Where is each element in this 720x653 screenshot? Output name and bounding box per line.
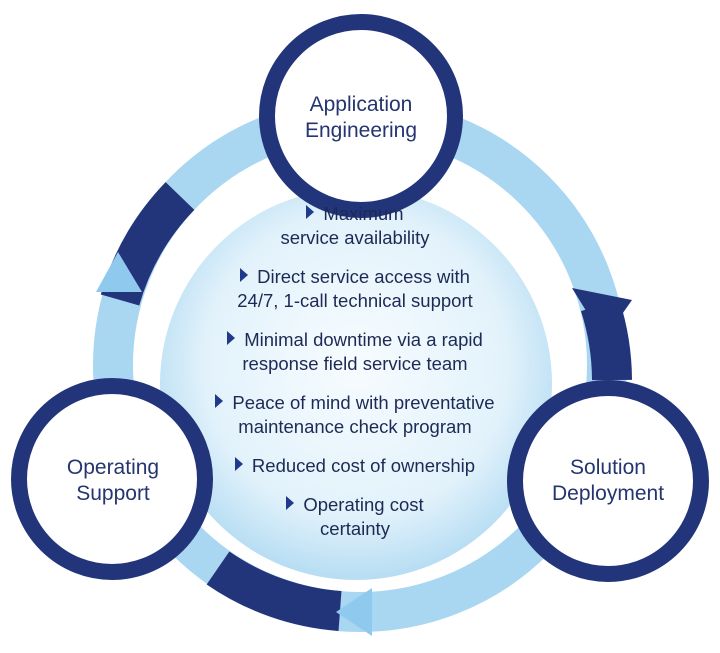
- benefit-item: Operating cost certainty: [165, 493, 545, 541]
- benefit-text: Peace of mind with preventative maintena…: [232, 392, 495, 437]
- benefit-text: Minimal downtime via a rapid response fi…: [242, 329, 483, 374]
- bullet-triangle-icon: [240, 268, 249, 282]
- benefit-item: Reduced cost of ownership: [165, 454, 545, 478]
- node-circle-operating-support: [11, 378, 213, 580]
- benefits-list: Maximum service availability Direct serv…: [165, 202, 545, 556]
- node-label-operating-support: Operating Support: [66, 456, 160, 505]
- benefit-item: Minimal downtime via a rapid response fi…: [165, 328, 545, 376]
- bullet-triangle-icon: [286, 496, 295, 510]
- node-circle-solution-deployment: [507, 380, 709, 582]
- cycle-arrowhead-right: [572, 288, 632, 340]
- benefit-text: Direct service access with 24/7, 1-call …: [237, 266, 473, 311]
- node-label-application-engineering: Application Engineering: [304, 93, 418, 142]
- cycle-arrowhead-bottom: [336, 588, 372, 636]
- benefit-item: Peace of mind with preventative maintena…: [165, 391, 545, 439]
- bullet-triangle-icon: [227, 331, 236, 345]
- cycle-arrowhead-left: [96, 252, 142, 292]
- center-circle: [160, 188, 552, 580]
- benefit-item: Maximum service availability: [165, 202, 545, 250]
- benefit-text: Reduced cost of ownership: [251, 455, 476, 476]
- bullet-triangle-icon: [306, 205, 315, 219]
- cycle-arc-bottom: [206, 551, 342, 631]
- node-circle-application-engineering: [259, 14, 463, 218]
- benefit-text: Maximum service availability: [280, 203, 430, 248]
- benefit-item: Direct service access with 24/7, 1-call …: [165, 265, 545, 313]
- bullet-triangle-icon: [234, 457, 243, 471]
- benefit-text: Operating cost certainty: [303, 494, 424, 539]
- bullet-triangle-icon: [215, 394, 224, 408]
- node-label-solution-deployment: Solution Deployment: [551, 456, 665, 505]
